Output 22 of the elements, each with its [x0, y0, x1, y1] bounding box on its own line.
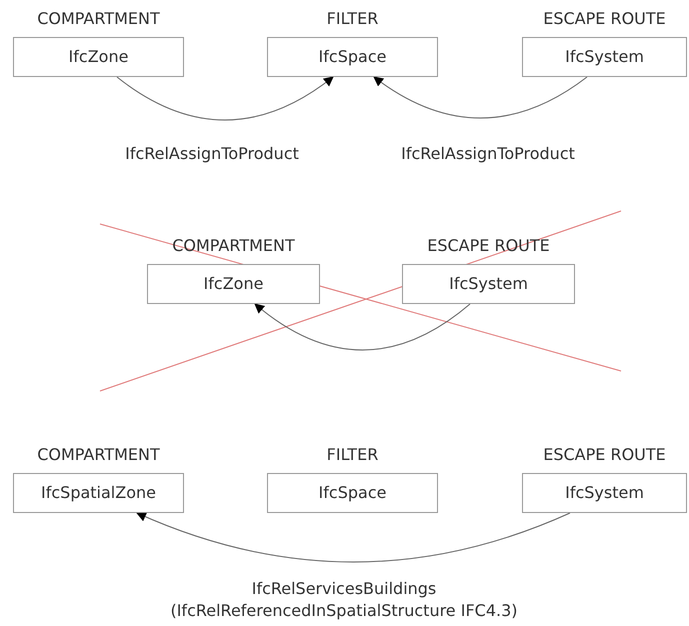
edge-label: IfcRelAssignToProduct — [400, 143, 576, 165]
class-box: IfcSystem — [522, 473, 687, 513]
category-heading: ESCAPE ROUTE — [542, 9, 667, 29]
class-box: IfcSpatialZone — [13, 473, 184, 513]
class-box: IfcSystem — [522, 37, 687, 77]
curved-arrow — [116, 76, 334, 120]
category-heading: ESCAPE ROUTE — [542, 445, 667, 465]
curved-arrow — [136, 512, 570, 562]
curved-arrow — [254, 303, 470, 350]
category-heading: FILTER — [326, 445, 380, 465]
class-box: IfcSpace — [267, 37, 438, 77]
class-box: IfcZone — [13, 37, 184, 77]
edge-label: IfcRelAssignToProduct — [124, 143, 300, 165]
edge-label: IfcRelServicesBuildings (IfcRelReferencedInSpatialStructure IFC4.3) — [169, 578, 519, 622]
class-box: IfcSystem — [402, 264, 575, 304]
category-heading: COMPARTMENT — [36, 9, 161, 29]
class-box: IfcZone — [147, 264, 320, 304]
category-heading: COMPARTMENT — [36, 445, 161, 465]
class-box: IfcSpace — [267, 473, 438, 513]
category-heading: FILTER — [326, 9, 380, 29]
curved-arrow — [373, 76, 588, 118]
category-heading: COMPARTMENT — [171, 236, 296, 256]
